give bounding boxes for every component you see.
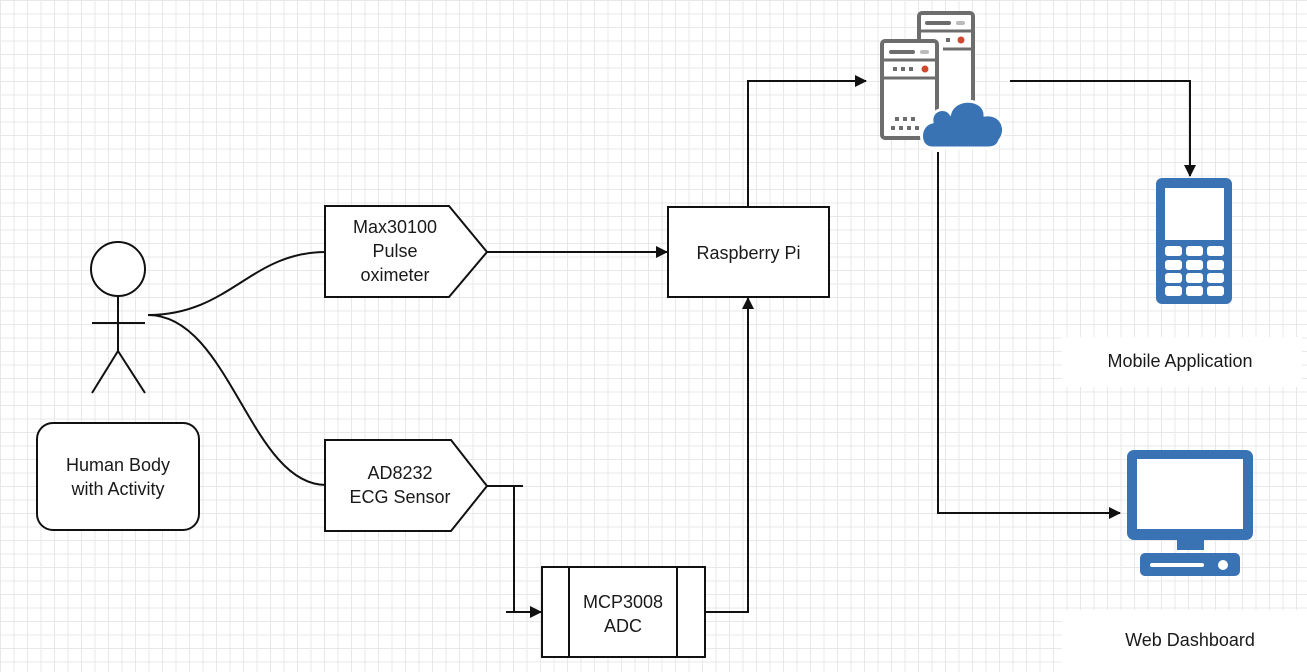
pulse-sensor-label: Max30100 Pulse oximeter <box>352 217 438 285</box>
human-body-box[interactable] <box>36 422 200 531</box>
adc-node[interactable] <box>541 566 706 658</box>
raspberry-pi-label: Raspberry Pi <box>696 243 801 263</box>
pulse-sensor-node[interactable] <box>324 205 489 298</box>
web-label-background <box>1062 610 1307 672</box>
ecg-sensor-label: AD8232 ECG Sensor <box>349 463 451 507</box>
web-dashboard-label: Web Dashboard <box>1125 630 1255 650</box>
desktop-monitor-icon[interactable] <box>1127 450 1253 576</box>
edge-ecg-to-adc <box>487 485 542 618</box>
mobile-phone-icon[interactable] <box>1156 178 1232 304</box>
edge-cloud-to-mobile <box>1010 80 1196 177</box>
human-actor-icon <box>90 241 146 394</box>
edge-cloud-to-web <box>937 152 1121 519</box>
mobile-application-label: Mobile Application <box>1107 351 1253 371</box>
edge-pi-to-cloud <box>747 75 867 207</box>
human-body-label: Human Body with Activity <box>65 455 171 499</box>
edge-human-to-ecg <box>147 314 327 486</box>
adc-label: MCP3008 ADC <box>582 592 664 636</box>
edge-adc-to-pi <box>705 297 754 613</box>
edge-human-to-pulse <box>147 251 327 316</box>
cloud-server-icon[interactable] <box>880 11 1005 150</box>
mobile-label-background <box>1062 337 1302 387</box>
ecg-sensor-node[interactable] <box>324 439 489 532</box>
